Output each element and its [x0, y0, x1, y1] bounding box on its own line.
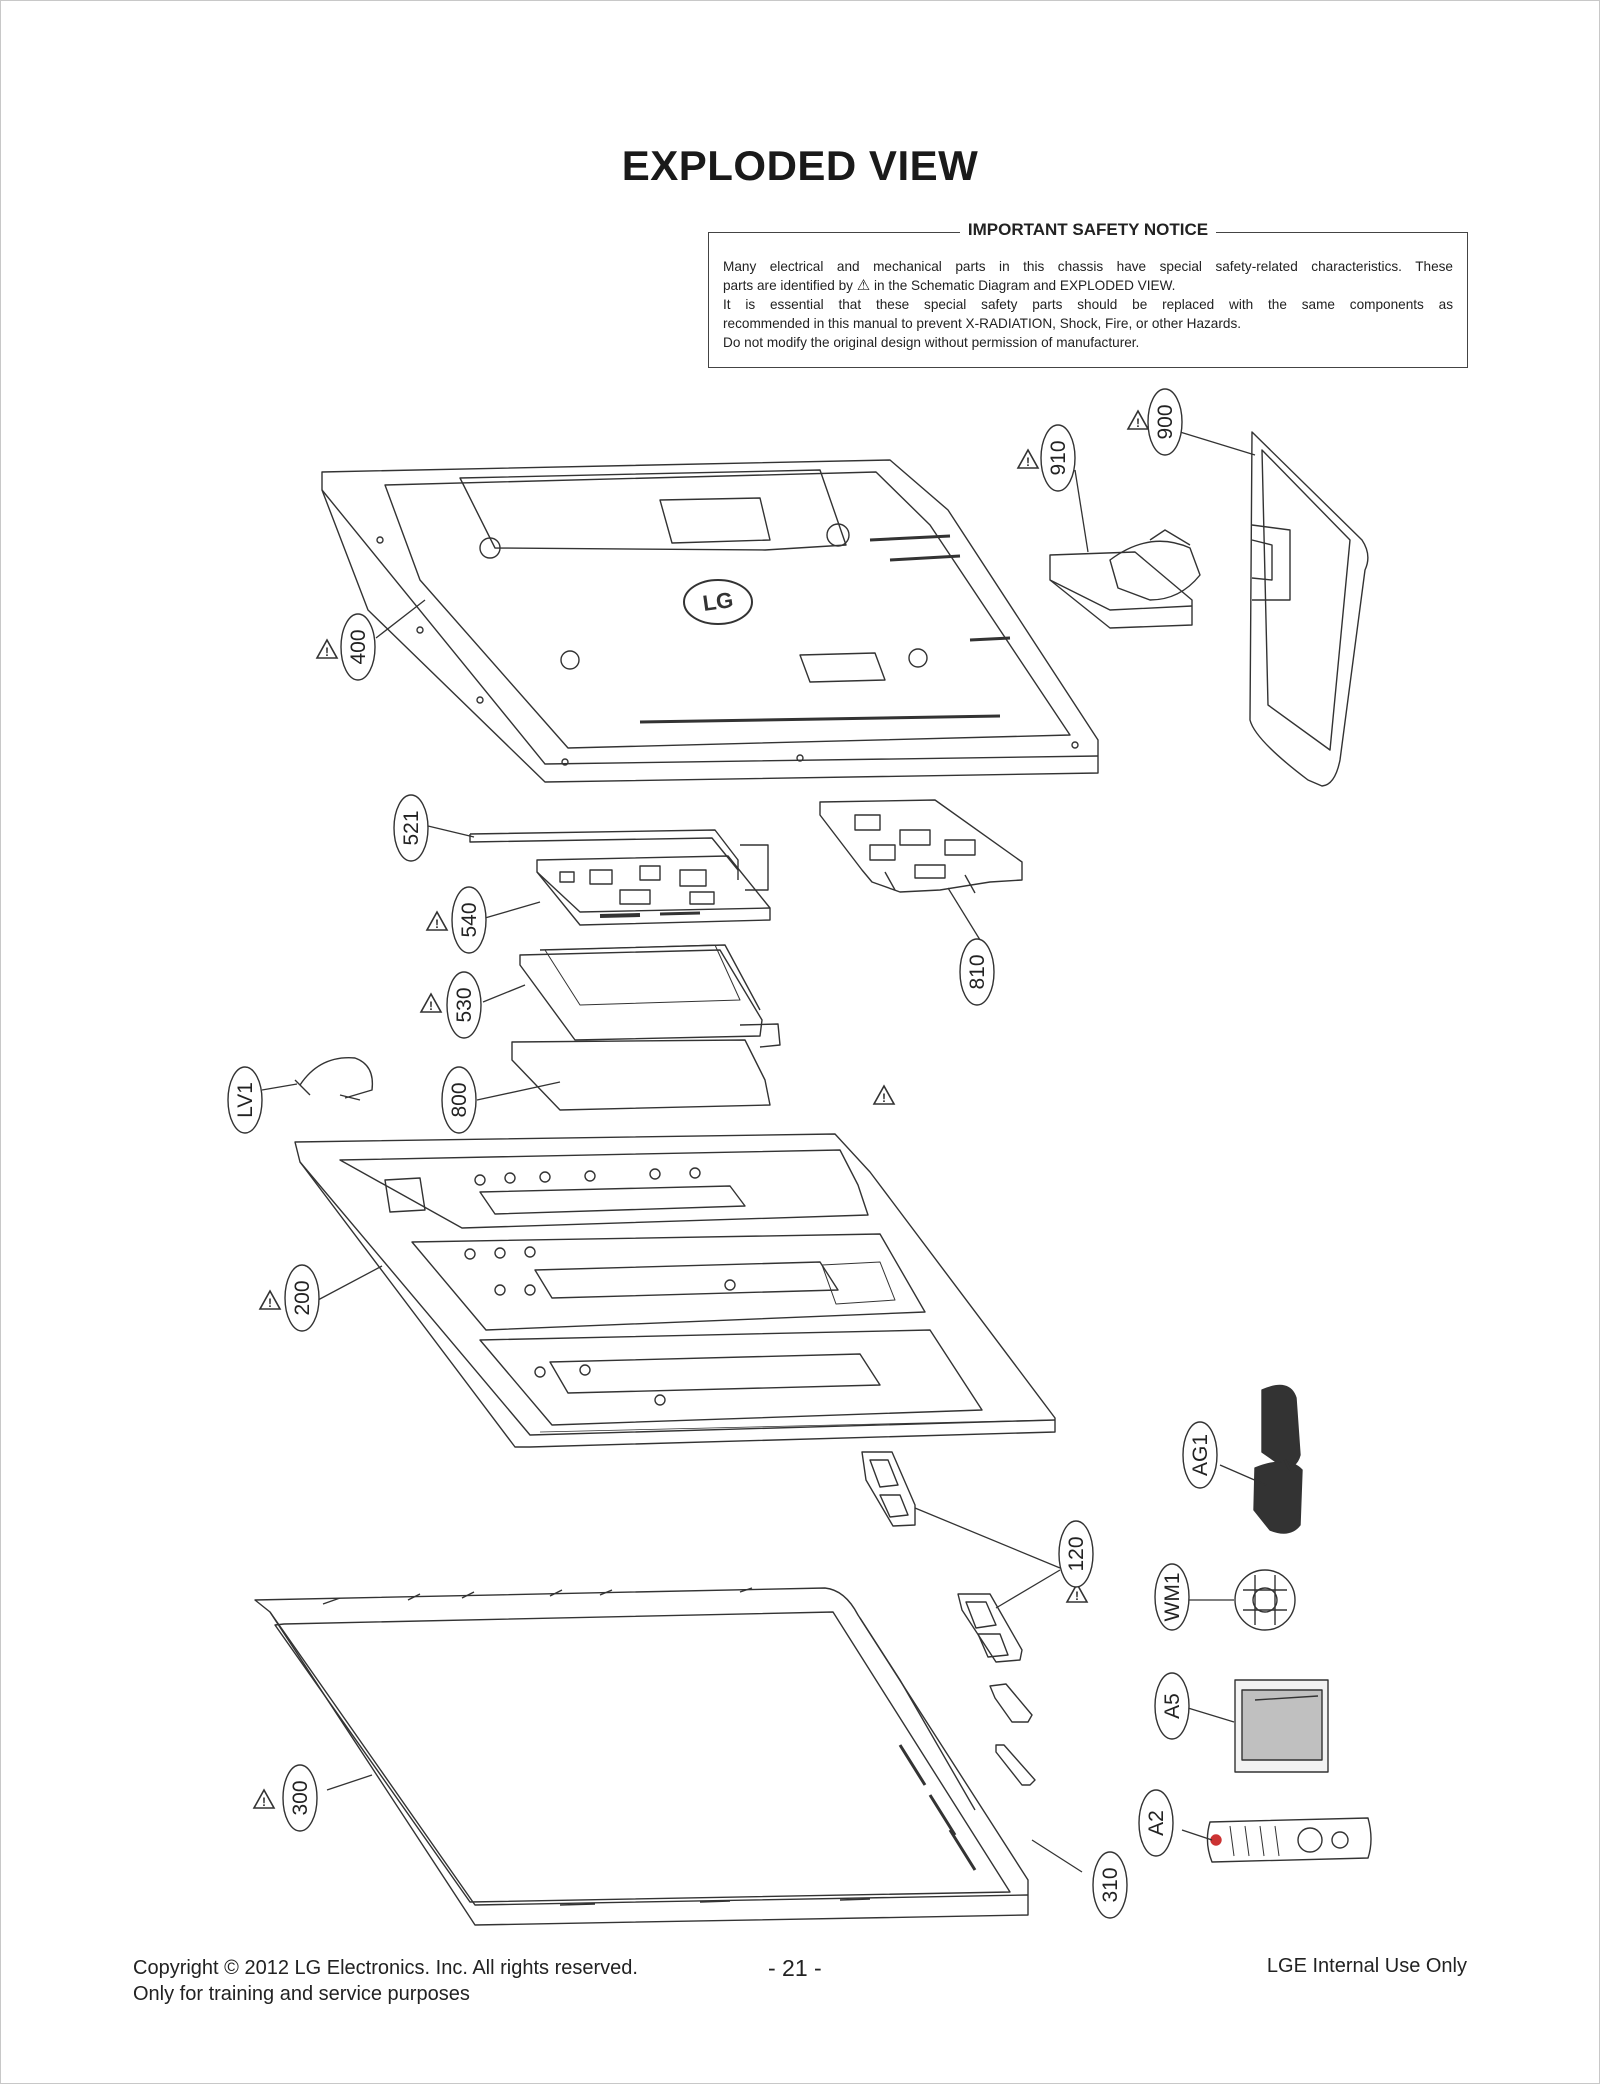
svg-text:800: 800	[448, 1082, 471, 1117]
svg-text:530: 530	[453, 987, 476, 1022]
safety-notice-box: IMPORTANT SAFETY NOTICE Many electrical …	[708, 220, 1468, 368]
mounting-bracket-part	[469, 829, 769, 891]
callout-label-a2: A2	[1138, 1789, 1174, 1857]
warning-triangle-icon	[873, 1085, 895, 1106]
control-bar-part	[859, 1617, 976, 1811]
front-cabinet-part	[254, 1587, 1029, 1926]
power-board-part	[519, 944, 781, 1048]
footer-copyright: Copyright © 2012 LG Electronics. Inc. Al…	[133, 1955, 638, 2007]
callout-label-a5: A5	[1154, 1672, 1190, 1740]
safety-notice-text: Many electrical and mechanical parts in …	[723, 257, 1453, 352]
cleaning-cloth-accessory	[1234, 1679, 1329, 1773]
warning-triangle-icon	[253, 1789, 275, 1810]
svg-text:AG1: AG1	[1189, 1434, 1212, 1476]
svg-text:540: 540	[458, 902, 481, 937]
callout-label-lv1: LV1	[227, 1066, 263, 1134]
stand-body-part	[1049, 529, 1201, 629]
svg-text:900: 900	[1154, 404, 1177, 439]
leader-lines	[261, 431, 1267, 1873]
callout-label-ag1: AG1	[1182, 1421, 1218, 1489]
callout-label-wm1: WM1	[1154, 1563, 1190, 1631]
svg-text:A5: A5	[1161, 1693, 1184, 1719]
speaker-part	[861, 1451, 1036, 1786]
lvds-cable-part	[294, 1057, 374, 1101]
callout-label-120: 120	[1058, 1520, 1094, 1588]
svg-text:200: 200	[291, 1280, 314, 1315]
svg-text:521: 521	[400, 810, 423, 845]
warning-triangle-icon	[1127, 410, 1149, 431]
safety-line-5: Do not modify the original design withou…	[723, 335, 1140, 350]
back-cover-part: LG	[321, 459, 1099, 783]
svg-text:310: 310	[1099, 1867, 1122, 1902]
svg-text:810: 810	[966, 954, 989, 989]
page-number: - 21 -	[768, 1955, 822, 1981]
warning-triangle-icon	[316, 639, 338, 660]
svg-text:910: 910	[1047, 440, 1070, 475]
warning-triangle-icon	[420, 993, 442, 1014]
warning-triangle-icon	[426, 911, 448, 932]
main-frame-part	[294, 1133, 1056, 1448]
stand-base-part	[1249, 431, 1369, 787]
safety-line-2: parts are identified by ⚠ in the Schemat…	[723, 277, 1176, 294]
callout-label-540: 540	[451, 886, 487, 954]
warning-triangle-icon	[259, 1290, 281, 1311]
safety-notice-title: IMPORTANT SAFETY NOTICE	[709, 220, 1467, 240]
callout-label-521: 521	[393, 794, 429, 862]
remote-control-accessory	[1206, 1817, 1372, 1863]
callout-label-200: 200	[284, 1264, 320, 1332]
callout-label-910: 910	[1040, 424, 1076, 492]
copyright-text: Copyright © 2012 LG Electronics. Inc. Al…	[133, 1957, 638, 1979]
svg-text:LV1: LV1	[234, 1082, 257, 1118]
main-board-part	[536, 855, 771, 926]
insulator-sheet-part	[511, 1039, 771, 1111]
safety-line-4: recommended in this manual to prevent X-…	[723, 316, 1242, 331]
callout-label-310: 310	[1092, 1851, 1128, 1919]
safety-line-1: Many electrical and mechanical parts in …	[723, 259, 1453, 274]
callout-label-300: 300	[282, 1764, 318, 1832]
chassis-plate-part	[819, 799, 1023, 894]
callout-label-810: 810	[959, 938, 995, 1006]
internal-use-label: LGE Internal Use Only	[1266, 1955, 1467, 1977]
svg-text:LG: LG	[701, 587, 735, 616]
svg-text:400: 400	[347, 629, 370, 664]
svg-text:A2: A2	[1145, 1810, 1168, 1836]
svg-text:300: 300	[289, 1780, 312, 1815]
svg-text:120: 120	[1065, 1536, 1088, 1571]
page-title: EXPLODED VIEW	[621, 142, 979, 189]
svg-text:WM1: WM1	[1161, 1573, 1184, 1622]
warning-triangle-icon	[1017, 449, 1039, 470]
callout-label-530: 530	[446, 971, 482, 1039]
warning-triangle-icon: ⚠	[856, 277, 871, 294]
wall-mount-accessory	[1234, 1569, 1296, 1631]
safety-line-3: It is essential that these special safet…	[723, 297, 1453, 312]
callout-label-400: 400	[340, 613, 376, 681]
3d-glasses-accessory	[1253, 1384, 1303, 1534]
callout-label-800: 800	[441, 1066, 477, 1134]
purpose-text: Only for training and service purposes	[133, 1983, 470, 2005]
callout-label-900: 900	[1147, 388, 1183, 456]
